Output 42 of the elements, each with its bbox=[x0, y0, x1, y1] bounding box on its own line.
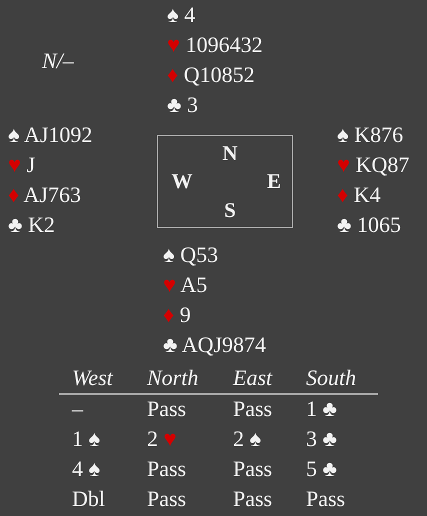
card-holding: ♦ Q10852 bbox=[167, 62, 255, 88]
direction-label: W bbox=[172, 169, 192, 193]
bid-text: Pass bbox=[147, 486, 186, 512]
card-holding: ♠ 4 bbox=[167, 2, 196, 28]
card-holding: ♦ AJ763 bbox=[8, 182, 81, 208]
card-holding: ♠ AJ1092 bbox=[8, 122, 92, 148]
direction-label: N bbox=[222, 141, 238, 165]
card-holding: ♠ Q53 bbox=[163, 242, 218, 268]
card-holding: ♦ 9 bbox=[163, 302, 191, 328]
bid-text: 4 ♠ bbox=[72, 456, 100, 482]
column-header: North bbox=[147, 365, 198, 391]
card-holding: ♠ K876 bbox=[337, 122, 404, 148]
bid-text: 1 ♣ bbox=[306, 396, 337, 422]
column-header: South bbox=[306, 365, 356, 391]
bid-text: 1 ♠ bbox=[72, 426, 100, 452]
bid-text: Pass bbox=[306, 486, 346, 512]
column-header: East bbox=[233, 365, 272, 391]
card-holding: ♥ J bbox=[8, 152, 36, 178]
bid-text: 5 ♣ bbox=[306, 456, 337, 482]
card-holding: ♣ 3 bbox=[167, 92, 198, 118]
bid-text: Pass bbox=[233, 456, 272, 482]
bid-text: 2 ♠ bbox=[233, 426, 262, 452]
direction-label: S bbox=[224, 198, 236, 222]
bid-text: – bbox=[72, 396, 83, 422]
column-header: West bbox=[72, 365, 113, 391]
compass-box bbox=[157, 135, 293, 228]
card-holding: ♥ 1096432 bbox=[167, 32, 263, 58]
bid-text: 2 ♥ bbox=[147, 426, 177, 452]
direction-label: E bbox=[267, 169, 281, 193]
card-holding: ♥ A5 bbox=[163, 272, 208, 298]
card-holding: ♣ K2 bbox=[8, 212, 55, 238]
bid-text: Pass bbox=[147, 456, 186, 482]
bid-text: Pass bbox=[147, 396, 186, 422]
dealer-vulnerability-note: N/– bbox=[42, 48, 74, 74]
bid-text: Dbl bbox=[72, 486, 105, 512]
bid-text: Pass bbox=[233, 396, 272, 422]
card-holding: ♣ 1065 bbox=[337, 212, 401, 238]
bid-text: Pass bbox=[233, 486, 272, 512]
card-holding: ♦ K4 bbox=[337, 182, 381, 208]
card-holding: ♣ AQJ9874 bbox=[163, 332, 266, 358]
bid-text: 3 ♣ bbox=[306, 426, 337, 452]
card-holding: ♥ KQ87 bbox=[337, 152, 410, 178]
